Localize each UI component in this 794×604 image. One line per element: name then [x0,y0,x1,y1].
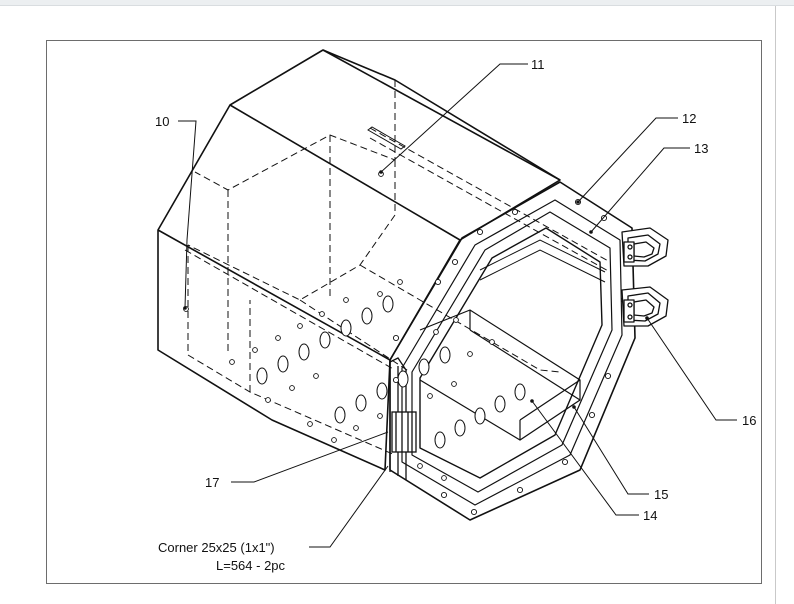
front-frame-inner-ring [401,199,623,506]
callout-15: 15 [654,487,668,502]
viewer-right-edge [775,6,776,604]
hinge-bracket-lower [621,286,669,327]
callout-14: 14 [643,508,657,523]
inner-rail [479,239,606,283]
drawing-frame [46,40,762,584]
drill-holes [229,279,495,481]
corner-profile [389,357,417,480]
corner-note-line2: L=564 - 2pc [216,558,286,573]
callout-16: 16 [742,413,756,428]
callout-12: 12 [682,111,696,126]
front-frame-outer [389,181,636,521]
callout-17: 17 [205,475,219,490]
corner-note-line1: Corner 25x25 (1x1") [158,540,275,555]
hinge-bracket-upper [621,227,669,267]
hidden-edges [184,80,611,456]
hole-pattern [256,295,526,449]
callout-11: 11 [531,57,545,72]
viewer-top-bar [0,0,794,6]
front-frame-opening [419,227,603,479]
callout-13: 13 [694,141,708,156]
leader-lines [178,63,737,548]
top-slot [367,126,406,150]
callout-10: 10 [155,114,169,129]
leader-dots [183,170,649,409]
shell-outline [157,49,561,471]
inner-deck [419,309,581,441]
